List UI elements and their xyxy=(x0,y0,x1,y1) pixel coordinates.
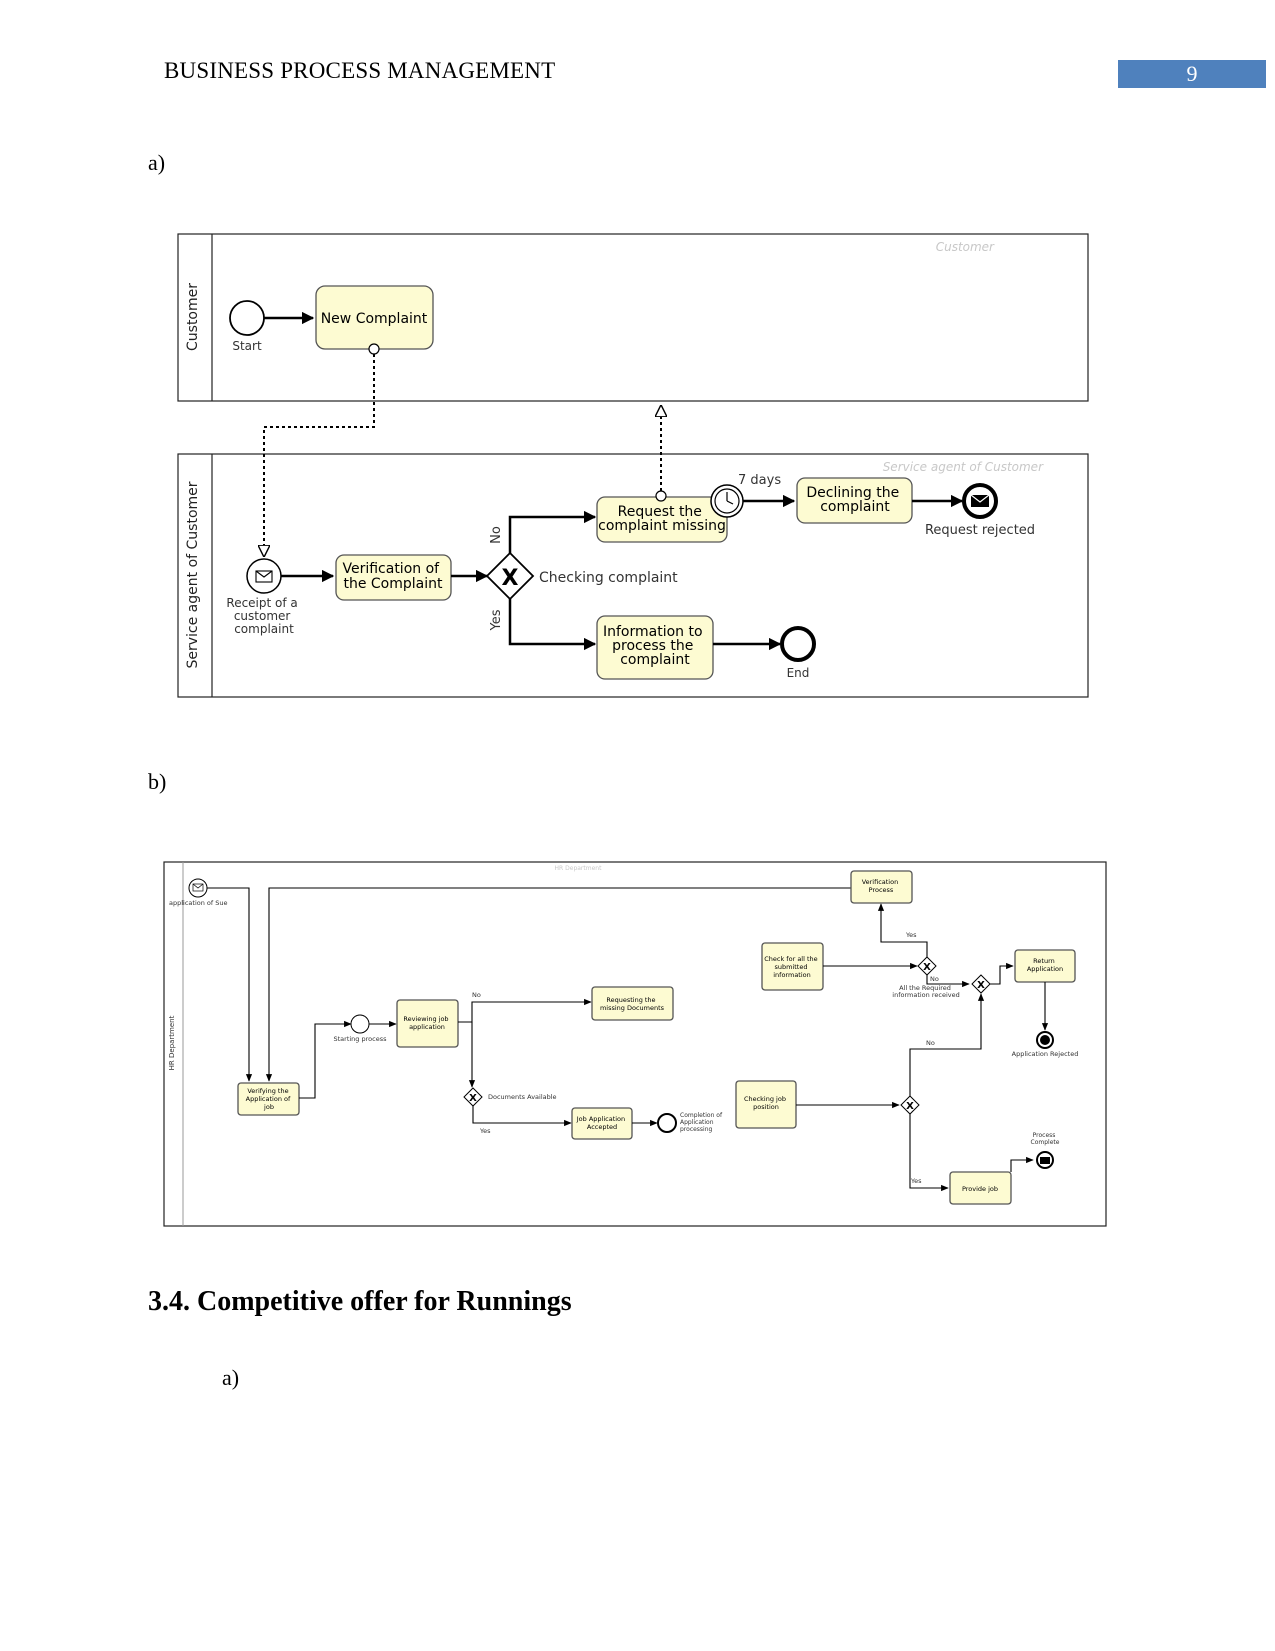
task-provide-label: Provide job xyxy=(962,1185,998,1193)
task-verification-label: Verification of the Complaint xyxy=(342,561,443,592)
task-verifying-application xyxy=(237,1082,300,1116)
page-number-badge: 9 xyxy=(1118,60,1266,88)
start-label: Start xyxy=(232,339,262,353)
section-heading: 3.4. Competitive offer for Runnings xyxy=(148,1286,572,1317)
application-rejected-label: Application Rejected xyxy=(1012,1050,1079,1058)
task-new-complaint-label: New Complaint xyxy=(321,311,428,327)
rejected-label: Request rejected xyxy=(925,523,1035,538)
hr-pool-label: HR Department xyxy=(168,1015,176,1070)
diagram-a: Customer Customer Service agent of Custo… xyxy=(177,233,1089,698)
task-verification-process xyxy=(850,870,913,904)
yes-label-3: Yes xyxy=(910,1177,922,1185)
receipt-label: Receipt of a customer complaint xyxy=(226,596,301,636)
no-label-2: No xyxy=(930,975,939,983)
end-label: End xyxy=(787,666,810,680)
no-label-1: No xyxy=(472,991,481,999)
running-header-title: BUSINESS PROCESS MANAGEMENT xyxy=(164,58,556,83)
task-information-label: Information to process the complaint xyxy=(603,624,707,668)
no-label: No xyxy=(489,526,504,544)
starting-event xyxy=(350,1014,370,1034)
figure-label-b: b) xyxy=(148,769,167,794)
no-label-3: No xyxy=(926,1039,935,1047)
task-check-all-label: Check for all the submitted information xyxy=(764,955,819,979)
task-requesting-label: Requesting the missing Documents xyxy=(600,996,665,1012)
gateway-x-icon: X xyxy=(923,962,931,973)
task-reviewing-label: Reviewing job application xyxy=(403,1015,450,1031)
completion-end-event xyxy=(657,1113,677,1133)
start-event xyxy=(229,300,265,336)
gateway-x-icon: X xyxy=(906,1101,914,1112)
gateway-label: Checking complaint xyxy=(539,570,678,586)
figure-label-a: a) xyxy=(148,150,166,175)
envelope-filled-icon xyxy=(1040,1157,1050,1164)
task-verifying-label: Verifying the Application of job xyxy=(246,1087,293,1111)
task-request-label: Request the complaint missing xyxy=(598,504,726,534)
starting-label: Starting process xyxy=(334,1035,388,1043)
hr-pool xyxy=(163,861,1107,1227)
return-gateway xyxy=(971,974,991,994)
task-provide-job xyxy=(949,1171,1012,1205)
diagram-b: HR Department HR Department application … xyxy=(163,861,1107,1227)
task-requesting-docs xyxy=(591,986,674,1021)
hr-pool-watermark: HR Department xyxy=(555,865,603,872)
all-info-label: All the Required information received xyxy=(892,984,959,999)
envelope-icon xyxy=(192,883,204,892)
sub-label-a: a) xyxy=(222,1365,240,1390)
yes-label-2: Yes xyxy=(905,931,917,939)
completion-label: Completion of Application processing xyxy=(680,1112,724,1133)
process-complete-label: Process Complete xyxy=(1031,1132,1060,1146)
task-checking-position-label: Checking job position xyxy=(744,1095,788,1111)
gateway-x-icon: X xyxy=(977,980,985,991)
task-accepted-label: Job Application Accepted xyxy=(576,1115,627,1131)
gateway-x-icon: X xyxy=(469,1093,477,1104)
task-return-label: Return Application xyxy=(1027,957,1063,973)
task-verification-process-label: Verification Process xyxy=(862,878,901,894)
yes-label: Yes xyxy=(489,609,504,631)
yes-label-1: Yes xyxy=(479,1127,491,1135)
docs-label: Documents Available xyxy=(488,1093,557,1101)
task-verification-complaint xyxy=(335,554,452,601)
task-reviewing xyxy=(396,999,459,1048)
customer-pool-label: Customer xyxy=(185,283,201,351)
application-label: application of Sue xyxy=(169,899,228,907)
customer-pool-watermark: Customer xyxy=(936,240,995,254)
customer-pool xyxy=(177,233,1089,402)
end-event xyxy=(780,626,816,662)
task-information xyxy=(596,615,714,680)
timer-label: 7 days xyxy=(738,473,781,488)
agent-pool-label: Service agent of Customer xyxy=(185,481,201,668)
agent-pool-watermark: Service agent of Customer xyxy=(883,460,1044,474)
gateway-x-icon: X xyxy=(502,566,519,591)
task-declining-label: Declining the complaint xyxy=(806,485,903,515)
